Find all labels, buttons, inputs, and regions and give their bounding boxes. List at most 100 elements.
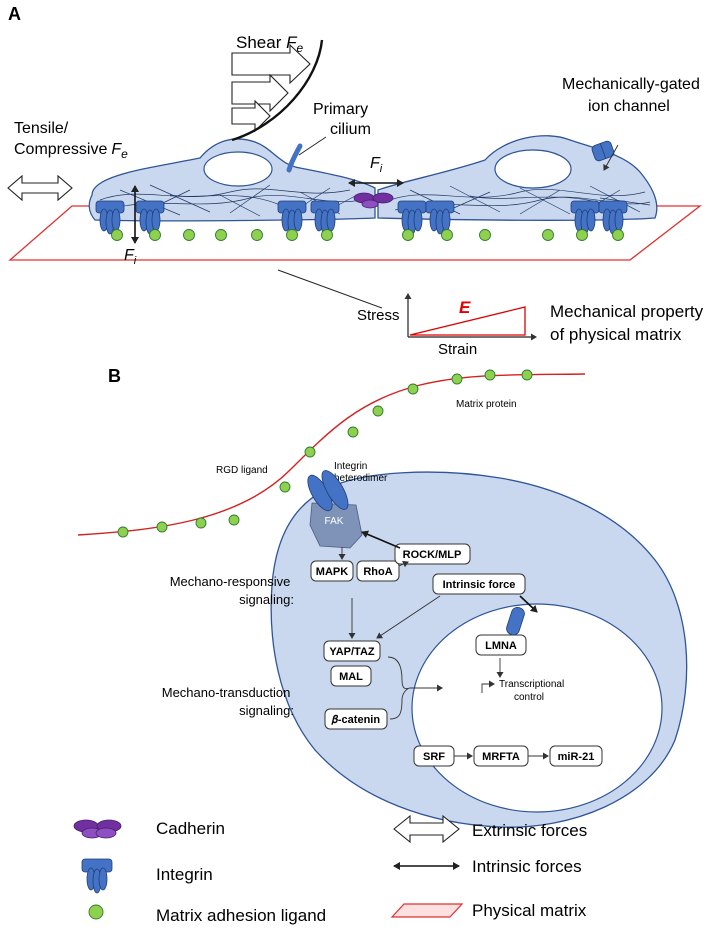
- integrin-leg: [441, 208, 451, 232]
- integrin-leg: [586, 208, 596, 232]
- matrix-ligand: [612, 229, 624, 241]
- ion-channel: [591, 140, 615, 162]
- rock-box: [394, 543, 471, 565]
- integrin-leg: [614, 208, 624, 232]
- rhoa-box: [356, 560, 400, 582]
- mir21-box: [549, 745, 603, 767]
- integrin: [277, 200, 307, 235]
- legend-cadherin-label: Cadherin: [156, 819, 225, 838]
- matrix-ligand: [407, 383, 419, 395]
- matrix-ligands-a: [111, 229, 624, 241]
- matrix-ligand: [183, 229, 195, 241]
- intrinsic-to-lmna-arrow: [519, 595, 538, 613]
- yap-box: [323, 640, 381, 662]
- legend-cadherin-icon: [73, 819, 122, 839]
- catenin-box: [324, 708, 388, 730]
- rhoa-label: RhoA: [363, 566, 392, 578]
- integrin: [570, 200, 600, 235]
- signaling-boxes: MAPK RhoA ROCK/MLP Intrinsic force YAP/T…: [310, 543, 603, 767]
- matrix-ligand: [156, 521, 168, 533]
- fi-label-bottom: Fi: [124, 247, 137, 267]
- lmna-label: LMNA: [485, 640, 517, 652]
- srf-label: SRF: [423, 751, 445, 763]
- integrin-heterodimer-label: Integrin heterodimer: [334, 461, 388, 484]
- matrix-ligand: [304, 446, 316, 458]
- fak-label: FAK: [325, 516, 344, 527]
- rock-to-fak-arrow: [361, 530, 401, 549]
- primary-cilium-label: Primary cilium: [313, 101, 373, 138]
- integrin-clusters: [95, 200, 628, 235]
- legend-extrinsic-label: Extrinsic forces: [472, 821, 587, 840]
- intrinsic-force-box: [432, 573, 526, 595]
- integrin: [95, 200, 125, 235]
- mal-box: [330, 665, 372, 687]
- matrix-ligand: [484, 369, 496, 381]
- matrix-ligand: [195, 517, 207, 529]
- matrix-ligand: [149, 229, 161, 241]
- matrix-protein-label: Matrix protein: [456, 399, 517, 410]
- modulus-triangle: [409, 306, 526, 336]
- integrin: [310, 200, 340, 235]
- callout-line: [277, 269, 383, 309]
- matrix-ligand: [542, 229, 554, 241]
- integrin-heterodimer: [307, 470, 349, 512]
- ion-channel-pointer: [603, 144, 619, 171]
- mir21-label: miR-21: [558, 751, 595, 763]
- lmna-anchor: [506, 606, 525, 636]
- matrix-ligands-b: [117, 369, 533, 538]
- fak-block: [309, 502, 363, 549]
- legend-ligand-icon: [88, 904, 104, 920]
- matrix-ligand: [111, 229, 123, 241]
- integrin-leg: [293, 208, 303, 232]
- matrix-ligand: [117, 526, 129, 538]
- integrin: [598, 200, 628, 235]
- mechano-transduction-label: Mechano-transduction signaling:: [162, 685, 294, 718]
- shear-force-arrows: [231, 43, 311, 133]
- extrinsic-force-arrow-a: [7, 174, 73, 202]
- transcriptional-label: Transcriptional control: [499, 679, 567, 703]
- matrix-ligand: [228, 514, 240, 526]
- integrin: [135, 200, 165, 235]
- fi-label-top: Fi: [370, 155, 383, 175]
- cadherin-junction: [353, 192, 394, 209]
- legend-ligand-label: Matrix adhesion ligand: [156, 906, 326, 925]
- matrix-ligand: [479, 229, 491, 241]
- integrin-leg: [326, 208, 336, 232]
- rock-label: ROCK/MLP: [403, 549, 462, 561]
- legend-intrinsic-label: Intrinsic forces: [472, 857, 582, 876]
- matrix-ligand: [279, 481, 291, 493]
- legend-integrin-icon: [81, 858, 113, 894]
- nucleus-b: [411, 603, 663, 813]
- stress-label: Stress: [357, 307, 400, 324]
- matrix-ligand: [215, 229, 227, 241]
- mech-property-label: Mechanical property of physical matrix: [550, 302, 708, 344]
- rgd-ligand-label: RGD ligand: [216, 465, 268, 476]
- mal-label: MAL: [339, 671, 363, 683]
- intrinsic-force-box-label: Intrinsic force: [443, 579, 516, 591]
- mapk-label: MAPK: [316, 566, 348, 578]
- modulus-label: E: [459, 298, 471, 317]
- cilium-pointer: [298, 136, 327, 156]
- matrix-ligand: [521, 369, 533, 381]
- mrfta-label: MRFTA: [482, 751, 520, 763]
- matrix-ligand: [402, 229, 414, 241]
- nucleus-left: [203, 151, 273, 187]
- legend-integrin-label: Integrin: [156, 865, 213, 884]
- shear-velocity-profile: [231, 39, 324, 142]
- mapk-box: [310, 560, 354, 582]
- mechano-responsive-label: Mechano-responsive signaling:: [170, 574, 294, 607]
- strain-label: Strain: [438, 341, 477, 358]
- integrin-leg: [111, 208, 121, 232]
- matrix-ligand: [251, 229, 263, 241]
- nucleus-right: [494, 149, 572, 189]
- panel-b-label: B: [108, 366, 121, 386]
- matrix-ligand: [347, 426, 359, 438]
- catenin-label: 𝛽-catenin: [331, 714, 380, 726]
- pathway-arrows: [338, 547, 549, 760]
- matrix-ligand: [321, 229, 333, 241]
- matrix-ligand: [441, 229, 453, 241]
- legend-extrinsic-icon: [393, 814, 460, 844]
- shear-label: Shear Fe: [236, 33, 304, 55]
